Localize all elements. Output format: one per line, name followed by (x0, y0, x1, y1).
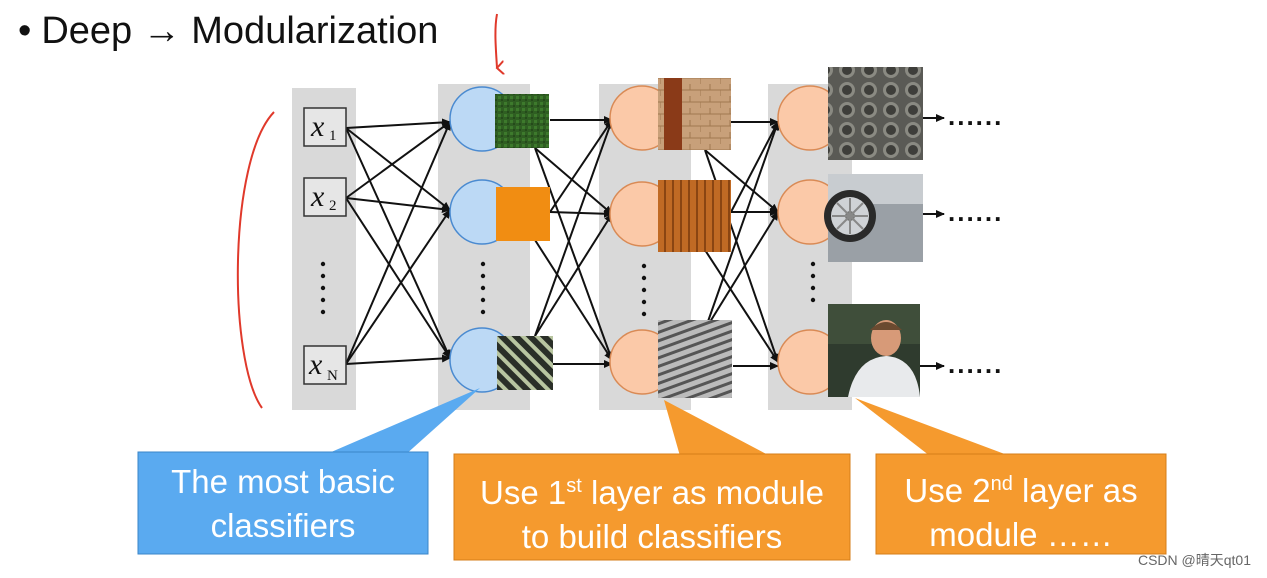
x2-main: x (310, 180, 325, 213)
output-dots-3: ...... (948, 349, 1004, 379)
callout-text-first-layer: Use 1st layer as module to build classif… (454, 464, 850, 559)
image-person (828, 304, 920, 397)
callout-pointer-orange-1 (664, 400, 770, 456)
watermark: CSDN @晴天qt01 (1137, 552, 1251, 568)
texture-orange (496, 187, 550, 241)
callout-first-sup: st (566, 475, 582, 497)
texture-stripes (658, 180, 731, 252)
callout-second-line2: module …… (929, 516, 1113, 553)
texture-diagonal (497, 336, 553, 390)
red-down-arrow (494, 13, 497, 68)
vertical-dots (320, 261, 816, 317)
texture-waves (658, 320, 732, 398)
callout-second-post: layer as (1012, 472, 1138, 509)
callout-second-pre: Use 2 (904, 472, 991, 509)
callout-first-line2: to build classifiers (521, 518, 783, 555)
callout-text-second-layer: Use 2nd layer as module …… (876, 462, 1166, 557)
output-dots-2: ...... (948, 197, 1004, 227)
callout-text-basic: The most basic classifiers (138, 460, 428, 548)
x1-sub: 1 (329, 128, 337, 144)
callout-first-pre: Use 1 (480, 474, 567, 511)
xn-sub: N (327, 368, 338, 384)
connections-input-layer1 (345, 118, 451, 365)
callout-box-orange-1 (453, 453, 851, 561)
texture-brick-edge (664, 78, 682, 150)
bullet: • (18, 10, 32, 52)
image-wheel (824, 174, 923, 262)
red-bracket (236, 111, 275, 409)
callout-first-post: layer as module (581, 474, 824, 511)
connections-layer1-layer2 (534, 116, 614, 368)
input-node-xn: x N (303, 345, 347, 385)
x2-sub: 2 (329, 198, 337, 214)
output-dots-1: ...... (948, 101, 1004, 131)
input-node-x2: x 2 (303, 177, 347, 217)
output-arrows (920, 114, 945, 370)
callout-second-sup: nd (990, 473, 1013, 495)
texture-honeycomb (828, 67, 923, 160)
callout-second-line1: Use 2nd layer as (876, 462, 1166, 513)
callout-pointer-blue (322, 388, 480, 456)
callout-first-line1: Use 1st layer as module (454, 464, 850, 515)
callout-pointer-orange-2 (855, 398, 1010, 456)
input-node-x1: x 1 (303, 107, 347, 147)
callout-basic-line1: The most basic (171, 463, 395, 500)
callout-box-blue (137, 451, 429, 555)
x1-main: x (310, 110, 325, 143)
texture-green (495, 94, 549, 148)
callout-basic-line2: classifiers (210, 507, 356, 544)
slide-title: •Deep → Modularization (18, 10, 438, 53)
title-text: Deep → Modularization (41, 10, 439, 52)
callout-box-orange-2 (875, 453, 1167, 555)
xn-main: x (308, 348, 323, 381)
